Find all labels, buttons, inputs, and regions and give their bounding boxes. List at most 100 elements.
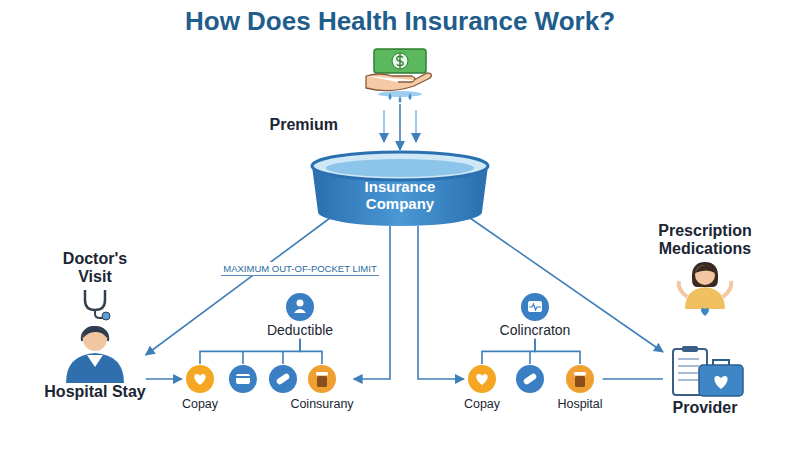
graphic-part [87,355,103,367]
graphic-part [521,293,549,321]
graphic-part [678,365,699,367]
graphic-part [276,373,291,386]
graphic-part [714,376,727,389]
bracket-branch [242,351,244,364]
icon-circle [521,293,549,321]
graphic-part [575,376,585,387]
decoration-layer [229,351,544,393]
graphic-part [229,365,257,393]
graphic-part [678,358,699,360]
node-premium: Premium [360,46,440,104]
graphic-part [701,308,709,316]
prescription-label: Prescription Medications [645,222,765,259]
graphic-part [682,346,698,352]
cost-label: Deductible [267,322,333,339]
icon-circle [286,293,314,321]
graphic-part [399,96,402,103]
graphic-part [566,365,594,393]
graphic-part [374,49,426,73]
graphic-part [102,312,110,320]
icon-circle [468,365,496,393]
graphic-part [516,365,544,393]
graphic-part [308,365,336,393]
graphic-part [685,287,725,309]
bracket-branch [529,351,531,364]
graphic-part [312,152,488,180]
node-icon: Deductible [267,292,333,339]
graphic-part [523,373,538,386]
premium-flow-arrow [415,110,416,142]
edge-layer [146,104,663,379]
cost-label: Hospital [557,397,602,412]
node-icon: Colincraton [500,292,571,339]
graphic-part [409,93,412,100]
graphic-part [528,301,542,312]
graphic-part [468,365,496,393]
cost-icon [516,365,544,393]
connector-arrow [354,226,390,379]
connector-arrow [146,378,182,380]
graphic-part [316,372,328,376]
node-icon: Hospital [557,364,602,412]
graphic-part [194,374,205,385]
pharmacist-figure [673,259,737,317]
cost-icon [565,364,595,394]
graphic-part [678,372,699,374]
graphic-part [317,376,327,387]
money-hand-icon [360,46,440,104]
graphic-part [713,360,729,365]
node-icon: Copay [182,364,218,412]
graphic-part [574,372,586,376]
diagram-title: How Does Health Insurance Work? [0,6,800,37]
cost-icon [269,365,297,393]
graphic-part [723,281,731,297]
connector-line [200,339,300,364]
node-icon: Copay [464,364,500,412]
graphic-part [389,93,392,100]
graphic-part [529,304,541,310]
connector-line [482,339,535,364]
premium-label: Premium [270,116,338,134]
node-person: Doctor's VisitHospital Stay [44,250,145,401]
node-icon: Coinsurany [290,364,353,412]
icon-circle [186,365,214,393]
bracket-branch [282,351,284,364]
icon-circle [229,365,257,393]
visit-label: Doctor's Visit [50,250,140,287]
node-rx: Prescription Medications [645,222,765,317]
node-bowl: Insurance Company [310,150,490,228]
cost-icon [185,364,215,394]
icon-circle [269,365,297,393]
connector-line [300,339,322,364]
stay-label: Hospital Stay [44,383,145,401]
graphic-part [692,262,718,287]
patient-figure [60,321,130,383]
graphic-part [286,293,314,321]
graphic-part [294,309,306,313]
graphic-part [236,376,250,378]
cost-icon [520,292,550,322]
cost-icon [467,364,497,394]
graphic-part [85,290,105,310]
graphic-part [392,53,408,69]
node-provider: Provider [663,345,747,417]
provider-label: Provider [673,399,738,417]
graphic-part [186,365,214,393]
cost-icon [307,364,337,394]
premium-flow-arrow [383,110,384,142]
limit-label: MAXIMUM OUT-OF-POCKET LIMIT [221,262,378,276]
cost-label: Copay [182,397,218,412]
cost-label: Colincraton [500,322,571,339]
graphic-part [679,281,687,297]
graphic-part [699,365,743,396]
graphic-part [326,159,474,177]
cost-label: Coinsurany [290,397,353,412]
icon-circle [516,365,544,393]
provider-icon [663,345,747,399]
connector-arrow [418,226,464,379]
cost-icon [229,365,257,393]
graphic-part [366,73,431,91]
icon-circle [308,365,336,393]
graphic-part [695,265,715,273]
